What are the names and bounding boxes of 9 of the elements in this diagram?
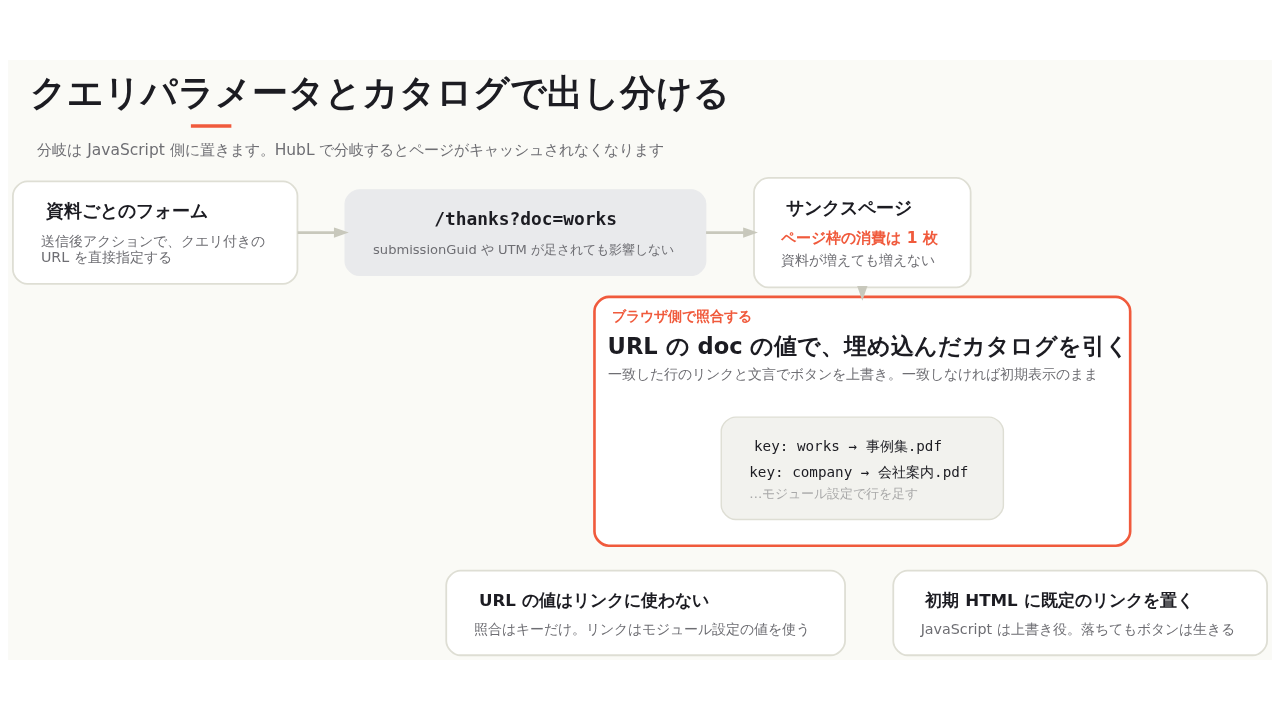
node-box: /thanks?doc=works submissionGuid や UTM が足されても影響しない (344, 189, 707, 277)
arrow (297, 227, 349, 238)
node-box: 資料ごとのフォーム 送信後アクションで、クエリ付きの URL を直接指定する (12, 180, 299, 285)
node-box: key: works → 事例集.pdf key: company → 会社案内.pdf …モジュール設定で行を足す (720, 416, 1005, 521)
node-box: URL の値はリンクに使わない 照合はキーだけ。リンクはモジュール設定の値を使う (445, 569, 846, 657)
arrow (706, 227, 758, 238)
node-box: 初期 HTML に既定のリンクを置く JavaScript は上書き役。落ちてもボタンは生きる (892, 569, 1268, 657)
caption: 分岐は JavaScript 側に置きます。HubL で分岐するとページがキャッシュされなくなります (37, 141, 665, 160)
diagram-title: クエリパラメータとカタログで出し分ける (30, 71, 731, 113)
